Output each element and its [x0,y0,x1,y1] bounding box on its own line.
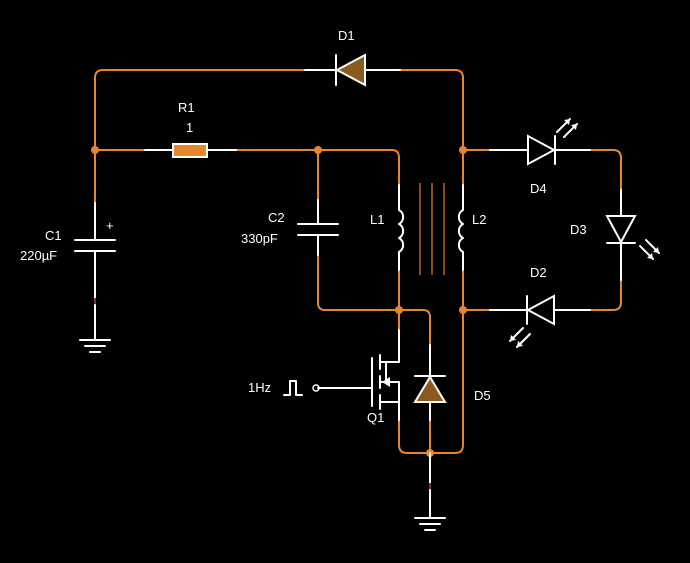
c1-value: 220µF [20,248,57,263]
junction [459,146,467,154]
inductor-l1[interactable]: L1 [370,184,405,271]
transformer-core [419,183,445,275]
led-d3[interactable]: D3 [570,189,660,281]
r1-ref: R1 [178,100,195,115]
d4-ref: D4 [530,181,547,196]
d5-ref: D5 [474,388,491,403]
capacitor-c1[interactable]: + C1 220µF [20,202,116,341]
wire-r1-right [235,149,400,186]
diode-d1-body [334,53,366,87]
resistor-r1-body [172,143,208,158]
ground-bottom [414,452,446,531]
wire-d4-right [589,149,622,191]
led-arrows-icon [639,239,660,260]
diode-d5-body [413,375,447,403]
c2-ref: C2 [268,210,285,225]
r1-value: 1 [186,120,193,135]
l1-ref: L1 [370,212,384,227]
diode-d1[interactable]: D1 [304,28,401,87]
junction [459,306,467,314]
c2-value: 330pF [241,231,278,246]
ground-icon [79,339,111,353]
mosfet-q1[interactable]: Q1 [344,329,400,425]
l2-ref: L2 [472,212,486,227]
led-arrows-icon [556,118,578,138]
signal-source[interactable]: 1Hz [248,380,346,396]
c1-ref: C1 [45,228,62,243]
inductor-l2[interactable]: L2 [457,184,487,271]
input-terminal[interactable] [312,384,320,392]
d1-ref: D1 [338,28,355,43]
junction [395,306,403,314]
wires [94,69,622,454]
ground-icon [414,517,446,531]
source-label: 1Hz [248,380,271,395]
wire-l2-bottom [429,269,464,454]
q1-ref: Q1 [367,410,384,425]
led-arrows-icon [509,327,531,348]
junctions [91,146,467,457]
wire-bottom-join [398,419,431,454]
led-d2[interactable]: D2 [489,265,591,348]
junction [91,146,99,154]
junction [314,146,322,154]
square-wave-icon [283,380,303,396]
wire-c2-bottom [317,254,400,311]
capacitor-c2[interactable]: C2 330pF [241,199,339,256]
led-d4[interactable]: D4 [489,118,591,196]
diode-d5[interactable]: D5 [413,344,491,421]
wire-d2-right [589,279,622,311]
d2-ref: D2 [530,265,547,280]
d3-ref: D3 [570,222,587,237]
c1-polarity: + [106,218,114,233]
resistor-r1[interactable]: R1 1 [144,100,237,158]
wire-top-right [399,69,464,151]
wire-d5-top [398,309,431,346]
wire-top-left [94,69,306,151]
